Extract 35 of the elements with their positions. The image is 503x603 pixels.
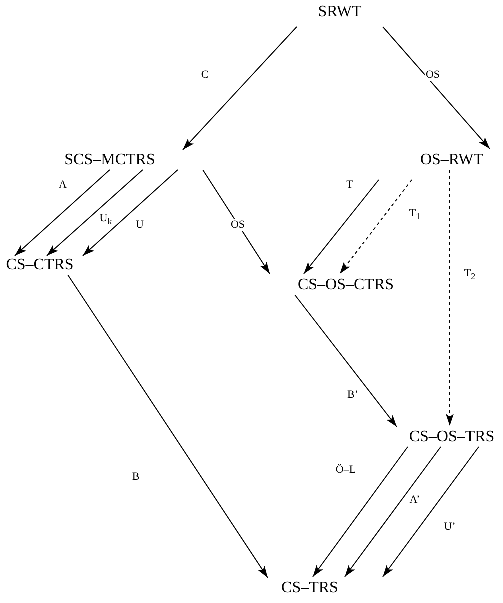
- arrow: [382, 26, 490, 150]
- arrow: [304, 180, 380, 274]
- state-label: CS–CTRS: [6, 256, 74, 274]
- state-label: CS–OS–CTRS: [298, 276, 394, 294]
- edge-label: OS: [230, 219, 246, 231]
- edge-label: B: [131, 471, 141, 483]
- state-label: SRWT: [318, 4, 362, 20]
- arrow: [182, 26, 298, 150]
- arrow: [446, 170, 454, 426]
- edge-label: OS: [424, 69, 442, 81]
- edge-label: T$_{2}$: [463, 268, 477, 282]
- edge-label: T$_{1}$: [408, 208, 422, 222]
- arrow: [382, 446, 480, 578]
- state-label: OS–RWT: [420, 152, 484, 168]
- arrow: [46, 170, 144, 256]
- edge-label: A: [58, 179, 68, 191]
- arrow: [344, 446, 442, 578]
- arrow: [312, 446, 408, 578]
- edge-label: C: [200, 69, 210, 81]
- arrow: [68, 274, 268, 578]
- edge-label: Ö–L: [334, 464, 358, 476]
- arrow: [202, 170, 270, 274]
- arrow: [294, 294, 398, 428]
- edge-label: U: [135, 219, 145, 231]
- edge-label: T: [346, 179, 354, 191]
- arrow: [340, 180, 412, 274]
- edge-label: U’: [443, 521, 457, 533]
- state-label: SCS–MCTRS: [64, 152, 156, 168]
- state-label: CS–OS–TRS: [409, 428, 495, 446]
- edge-label: B’: [346, 389, 360, 401]
- edge-label: A’: [408, 494, 422, 506]
- edge-label: U$_{k}$: [98, 212, 114, 228]
- arrow: [14, 170, 110, 256]
- arrow: [82, 170, 178, 256]
- state-label: CS–TRS: [282, 580, 338, 596]
